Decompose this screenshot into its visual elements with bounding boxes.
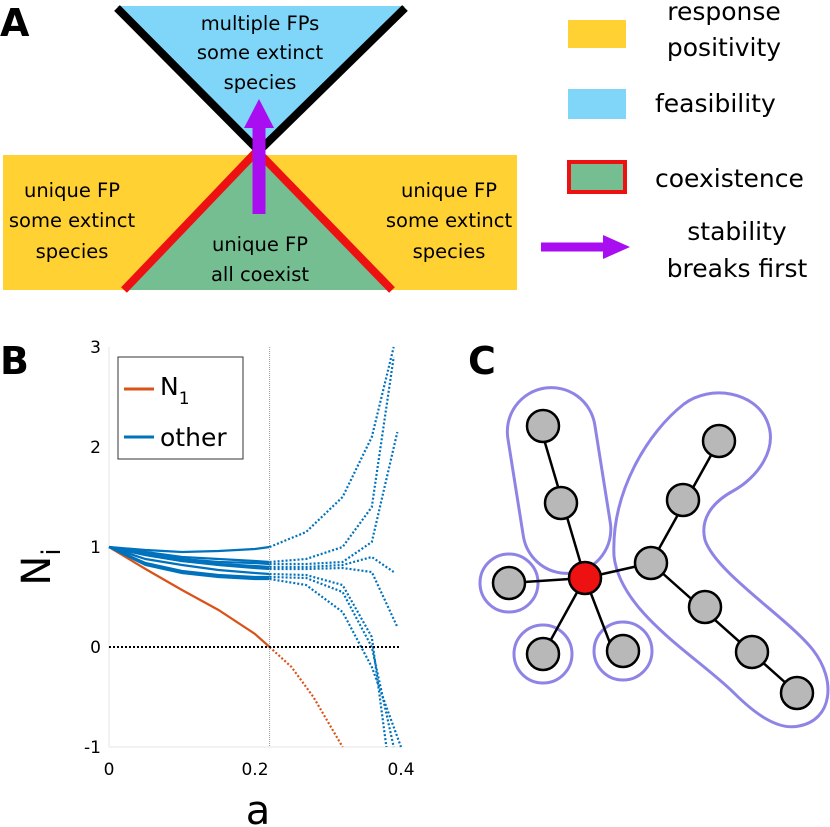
reference-lines	[109, 347, 401, 747]
graph-node	[779, 675, 815, 711]
svg-text:all coexist: all coexist	[211, 263, 309, 286]
legend-label-n1: N1	[160, 372, 190, 409]
hull-right-branch	[612, 391, 830, 729]
panel-c: C	[468, 339, 830, 729]
top-region-label: multiple FPs some extinct species	[197, 12, 324, 94]
graph-node	[665, 482, 701, 518]
legend-swatch-response-positivity	[568, 20, 626, 48]
series-line-1-solid	[108, 545, 270, 554]
series-line-6-solid	[108, 545, 270, 576]
x-axis-label: a	[246, 788, 271, 827]
chart-legend-box	[117, 356, 244, 460]
hull-lower-right-leaf	[592, 620, 654, 682]
svg-text:coexistence: coexistence	[655, 164, 804, 193]
edge	[650, 562, 798, 694]
phase-legend: response positivity feasibility coexiste…	[541, 0, 807, 283]
svg-text:species: species	[413, 240, 486, 263]
svg-text:some extinct: some extinct	[197, 41, 324, 64]
graph-node	[525, 408, 561, 444]
series-line-4-dotted	[269, 555, 395, 573]
svg-text:species: species	[36, 240, 109, 263]
series-line-7-solid	[108, 545, 270, 579]
series-line-1-dotted	[269, 346, 395, 549]
y-tick-label: 1	[90, 538, 101, 558]
x-tick-label: 0.2	[241, 760, 268, 780]
chart-legend: N1 other	[117, 356, 244, 460]
stability-arrow-head	[244, 99, 274, 128]
svg-text:unique FP: unique FP	[212, 233, 308, 256]
series-line-0-dotted	[268, 646, 344, 748]
right-region-label: unique FP some extinct species	[386, 179, 513, 263]
y-tick-label: 2	[90, 438, 101, 458]
graph-node	[633, 545, 669, 581]
svg-text:multiple FPs: multiple FPs	[201, 12, 320, 35]
graph-node	[687, 589, 723, 625]
svg-text:some extinct: some extinct	[9, 209, 136, 232]
panel-letter-c: C	[468, 339, 496, 383]
graph-node	[543, 485, 579, 521]
svg-text:some extinct: some extinct	[386, 209, 513, 232]
legend-swatch-feasibility	[568, 89, 626, 119]
series-line-5-dotted	[269, 566, 399, 628]
left-region-label: unique FP some extinct species	[9, 179, 136, 263]
series-line-3-dotted	[269, 431, 399, 566]
series-layer	[108, 346, 403, 748]
feasibility-region	[117, 6, 405, 150]
svg-text:feasibility: feasibility	[655, 89, 776, 118]
series-line-0-solid	[108, 546, 271, 648]
graph-node	[701, 423, 737, 459]
hull-upper-branch	[505, 386, 613, 575]
svg-text:breaks first: breaks first	[667, 254, 808, 283]
hub-node	[567, 560, 603, 596]
series-line-5-solid	[108, 545, 270, 571]
series-line-2-solid	[108, 545, 270, 564]
panel-a: A multiple FPs some extinct species uniq…	[0, 0, 807, 293]
hull-left-leaf	[478, 552, 540, 614]
x-tick-label: 0.4	[387, 760, 414, 780]
x-tick-label: 0	[104, 760, 115, 780]
svg-text:positivity: positivity	[667, 33, 781, 62]
y-axis-label: Ni	[14, 548, 67, 585]
series-line-6-dotted	[269, 572, 388, 748]
y-tick-label: 3	[90, 338, 101, 358]
hull-lower-left-leaf	[512, 623, 574, 685]
svg-text:unique FP: unique FP	[401, 179, 497, 202]
tree-graph	[478, 386, 830, 729]
legend-label-other: other	[160, 423, 227, 452]
legend-stability-arrow-head	[603, 235, 630, 259]
svg-text:response: response	[667, 0, 781, 26]
svg-text:unique FP: unique FP	[24, 179, 120, 202]
y-tick-label: -1	[84, 738, 101, 758]
graph-node	[525, 636, 561, 672]
series-line-7-dotted	[269, 575, 395, 748]
series-line-8-dotted	[269, 577, 403, 748]
center-region-label: unique FP all coexist	[211, 233, 309, 286]
series-line-8-solid	[108, 546, 270, 581]
svg-text:species: species	[224, 71, 297, 94]
panel-letter-a: A	[0, 1, 30, 45]
svg-text:stability: stability	[687, 217, 787, 246]
graph-node	[734, 634, 770, 670]
panel-letter-b: B	[0, 339, 29, 383]
coexistence-region	[124, 151, 392, 290]
svg-text:Ni: Ni	[14, 548, 67, 585]
series-line-2-dotted	[269, 356, 395, 564]
graph-node	[605, 633, 641, 669]
y-tick-label: 0	[90, 638, 101, 658]
legend-swatch-coexistence	[567, 160, 627, 194]
graph-node	[491, 565, 527, 601]
